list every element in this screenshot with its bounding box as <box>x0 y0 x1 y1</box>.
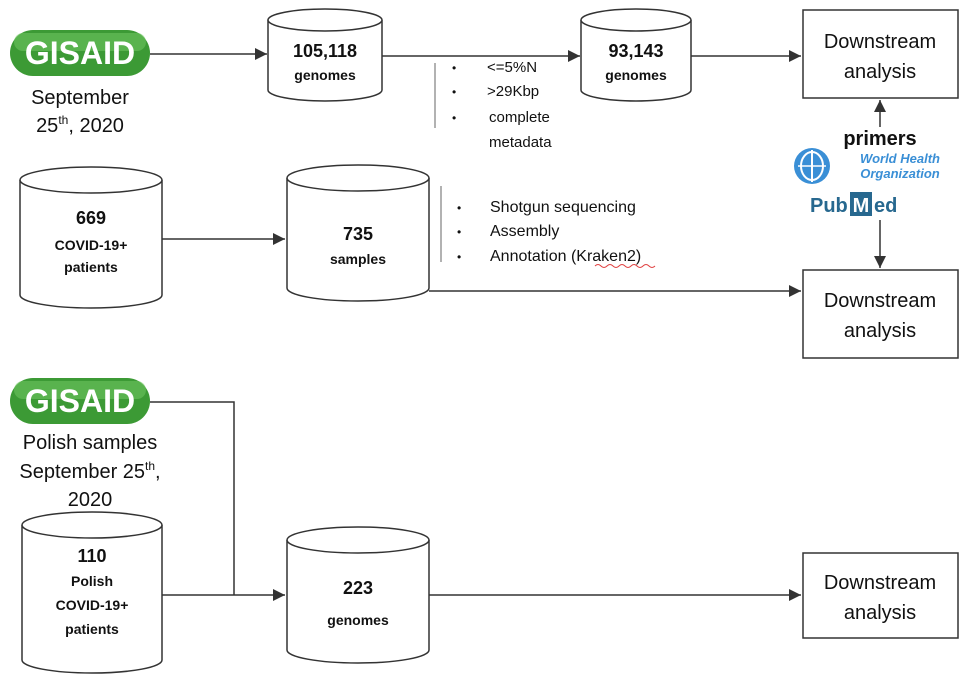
db-unit: genomes <box>605 67 667 83</box>
bullet-icon: • <box>457 201 461 215</box>
database-cylinder-105118: 105,118 genomes <box>267 8 383 102</box>
db-label-line2: COVID-19+ <box>56 597 129 613</box>
box-label-line1: Downstream <box>824 31 936 53</box>
box-label-line2: analysis <box>844 61 916 83</box>
bullet-icon: • <box>457 250 461 264</box>
spellcheck-underline <box>594 264 656 268</box>
box-label-line1: Downstream <box>824 572 936 594</box>
who-text-line1: World Health <box>860 151 940 166</box>
svg-text:ed: ed <box>874 195 897 217</box>
filter-item: >29Kbp <box>487 83 539 100</box>
database-cylinder-735: 735 samples <box>286 164 430 302</box>
step-item: Assembly <box>490 223 559 240</box>
filter-item: metadata <box>489 134 552 151</box>
bullet-icon: • <box>452 111 456 125</box>
downstream-analysis-box-3: Downstream analysis <box>802 552 959 639</box>
row3-source-line3: 2020 <box>68 489 113 511</box>
database-cylinder-93143: 93,143 genomes <box>580 8 692 102</box>
database-cylinder-669: 669 COVID-19+ patients <box>19 166 163 309</box>
db-label-line2: patients <box>64 259 118 275</box>
gisaid-logo-text: GISAID <box>25 383 135 419</box>
db-unit: samples <box>330 251 386 267</box>
filter-item: <=5%N <box>487 59 537 76</box>
bullet-icon: • <box>452 61 456 75</box>
db-unit: genomes <box>327 612 389 628</box>
svg-text:M: M <box>853 195 870 217</box>
downstream-analysis-box-1: Downstream analysis <box>802 9 959 99</box>
who-logo: World Health Organization <box>794 148 940 184</box>
db-value: 105,118 <box>293 41 357 61</box>
db-label-line1: COVID-19+ <box>55 237 128 253</box>
svg-text:Pub: Pub <box>810 195 848 217</box>
row3-source-line1: Polish samples <box>23 432 158 454</box>
db-unit: genomes <box>294 67 356 83</box>
connector-gisaid-to-merge <box>150 401 235 595</box>
database-cylinder-223: 223 genomes <box>286 526 430 664</box>
db-label-line1: Polish <box>71 573 113 589</box>
db-value: 110 <box>77 546 106 566</box>
bullet-icon: • <box>452 85 456 99</box>
box-label-line2: analysis <box>844 602 916 624</box>
db-value: 735 <box>343 224 373 244</box>
db-value: 223 <box>343 578 373 598</box>
step-item: Shotgun sequencing <box>490 199 636 216</box>
gisaid-logo-bottom: GISAID <box>10 378 150 424</box>
downstream-analysis-box-2: Downstream analysis <box>802 269 959 359</box>
processing-steps: • Shotgun sequencing • Assembly • Annota… <box>457 199 656 268</box>
who-text-line2: Organization <box>860 166 940 181</box>
gisaid-logo-top: GISAID <box>10 30 150 76</box>
step-item: Annotation (Kraken2) <box>490 248 641 265</box>
box-label-line2: analysis <box>844 320 916 342</box>
db-value: 669 <box>76 208 106 228</box>
filter-item: complete <box>489 109 550 126</box>
pubmed-logo: Pub M ed <box>810 192 897 217</box>
row1-source-date-line2: 25th, 2020 <box>36 113 124 137</box>
row1-source-date-line1: September <box>31 87 129 109</box>
box-label-line1: Downstream <box>824 290 936 312</box>
database-cylinder-110: 110 Polish COVID-19+ patients <box>21 511 163 674</box>
row3-source-line2: September 25th, <box>19 459 160 483</box>
filter-list: • <=5%N • >29Kbp • complete metadata <box>452 59 552 151</box>
primers-label: primers <box>843 128 916 150</box>
bullet-icon: • <box>457 225 461 239</box>
db-label-line3: patients <box>65 621 119 637</box>
db-value: 93,143 <box>608 41 663 61</box>
gisaid-logo-text: GISAID <box>25 35 135 71</box>
